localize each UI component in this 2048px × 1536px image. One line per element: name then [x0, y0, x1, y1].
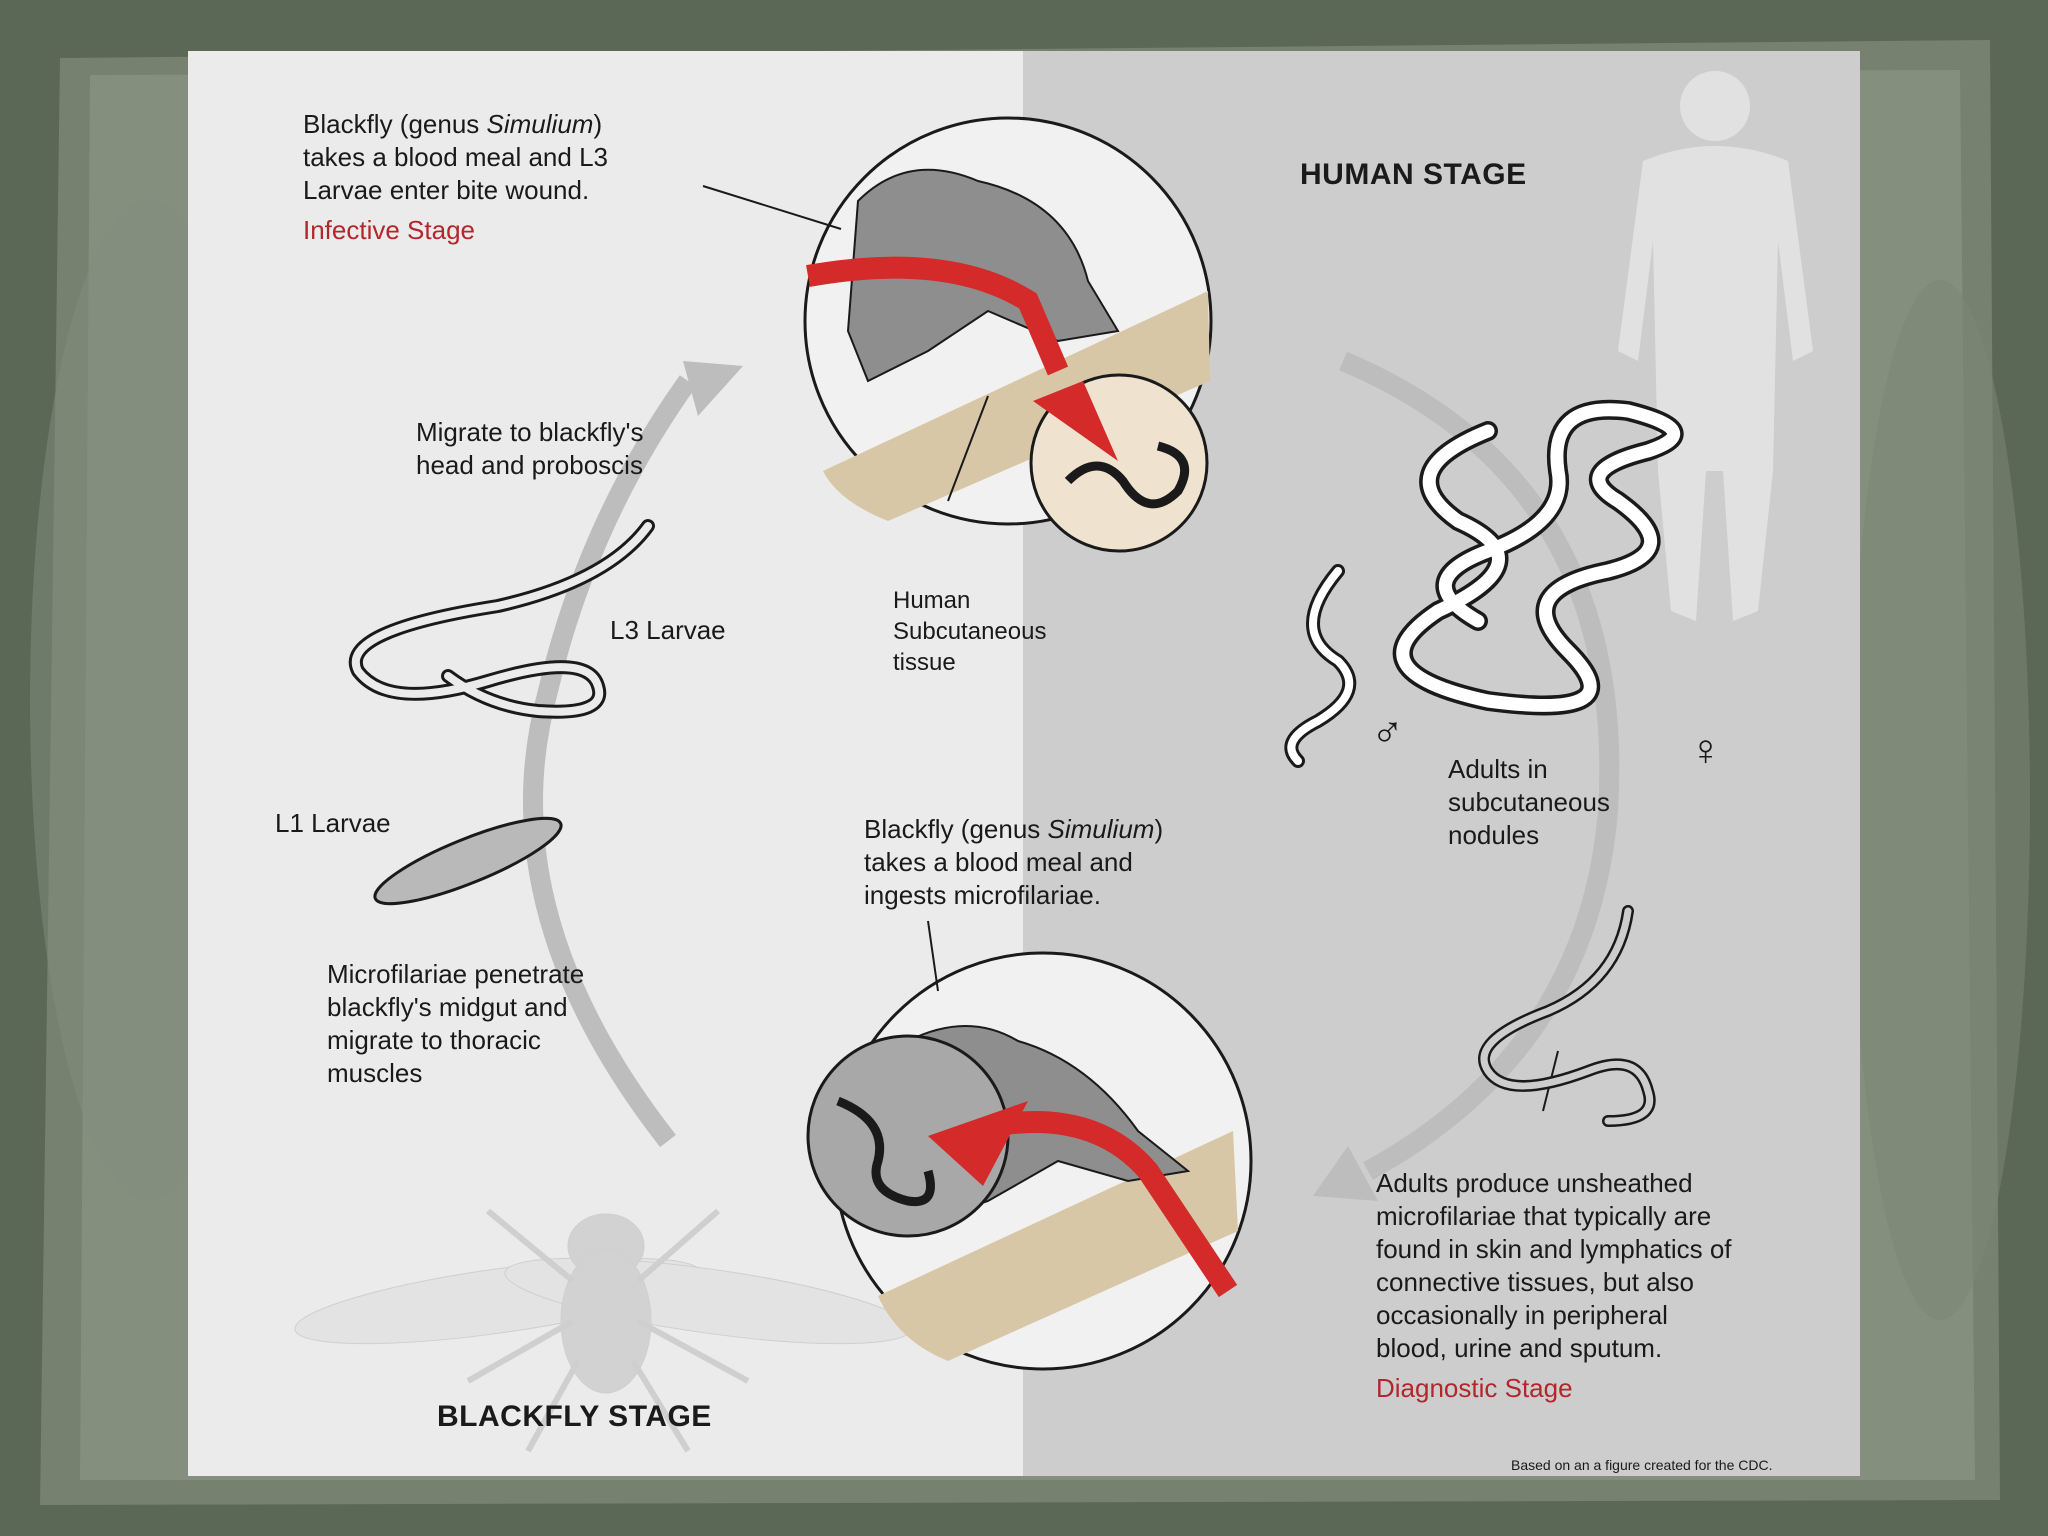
infective-zoom-circle — [1029, 373, 1209, 553]
human-silhouette-icon — [1618, 71, 1813, 621]
infective-line1-post: ) — [593, 109, 603, 139]
callout-infective-line — [702, 185, 842, 230]
penetrate-line1: Microfilariae penetrate — [327, 959, 585, 989]
diagnostic-line3: found in skin and lymphatics of — [1376, 1234, 1732, 1264]
infective-line1-pre: Blackfly (genus — [303, 109, 487, 139]
infective-genus: Simulium — [486, 109, 594, 139]
adults-line1: Adults in — [1448, 754, 1548, 784]
l3-larva-illustration — [348, 519, 655, 719]
diagnostic-line6: blood, urine and sputum. — [1376, 1333, 1663, 1363]
callout-ingest-line — [927, 920, 939, 992]
diagnostic-line2: microfilariae that typically are — [1376, 1201, 1712, 1231]
penetrate-line2: blackfly's midgut and — [327, 992, 568, 1022]
male-symbol: ♂ — [1371, 708, 1404, 757]
infective-stage-label: Infective Stage — [303, 215, 475, 245]
l3-larva-inner — [351, 522, 652, 716]
ingest-line1-post: ) — [1154, 814, 1164, 844]
blackfly-stage-title: BLACKFLY STAGE — [437, 1400, 712, 1433]
penetrate-line4: muscles — [327, 1058, 423, 1088]
ingest-line3: ingests microfilariae. — [864, 880, 1101, 910]
blackfly-silhouette-icon — [294, 1208, 912, 1453]
diagnostic-description: Adults produce unsheathed microfilariae … — [1376, 1167, 1732, 1405]
l1-larva-illustration — [373, 816, 563, 906]
infective-description: Blackfly (genus Simulium) takes a blood … — [303, 108, 608, 247]
l1-larvae-label: L1 Larvae — [275, 808, 391, 838]
diagnostic-line5: occasionally in peripheral — [1376, 1300, 1668, 1330]
lifecycle-diagram-panel: Blackfly (genus Simulium) takes a blood … — [188, 51, 1860, 1476]
migrate-line2: head and proboscis — [416, 450, 643, 480]
cycle-arrowhead-right — [1313, 1146, 1378, 1201]
credit-note: Based on an a figure created for the CDC… — [1511, 1457, 1773, 1473]
adults-line3: nodules — [1448, 820, 1540, 850]
migrate-description: Migrate to blackfly's head and proboscis — [416, 416, 644, 482]
tissue-line1: Human — [893, 587, 971, 614]
blackfly-zoom-circle — [806, 1034, 1028, 1238]
tissue-line3: tissue — [893, 649, 956, 676]
microfilaria-illustration — [1478, 905, 1656, 1127]
cycle-arrowhead-top — [683, 361, 743, 416]
penetrate-description: Microfilariae penetrate blackfly's midgu… — [327, 958, 584, 1090]
diagnostic-line1: Adults produce unsheathed — [1376, 1168, 1693, 1198]
callout-tissue-line — [947, 395, 989, 502]
ingest-line2: takes a blood meal and — [864, 847, 1133, 877]
diagnostic-stage-label: Diagnostic Stage — [1376, 1373, 1573, 1403]
lifecycle-artwork — [294, 71, 1813, 1453]
ingest-genus: Simulium — [1047, 814, 1155, 844]
ingest-description: Blackfly (genus Simulium) takes a blood … — [864, 813, 1163, 912]
l3-larvae-label: L3 Larvae — [610, 615, 726, 645]
human-stage-title: HUMAN STAGE — [1300, 158, 1527, 191]
infective-line2: takes a blood meal and L3 — [303, 142, 608, 172]
tissue-line2: Subcutaneous — [893, 618, 1047, 645]
female-symbol: ♀ — [1689, 726, 1722, 775]
migrate-line1: Migrate to blackfly's — [416, 417, 644, 447]
infective-line3: Larvae enter bite wound. — [303, 175, 590, 205]
adults-description: Adults in subcutaneous nodules — [1448, 753, 1610, 852]
penetrate-line3: migrate to thoracic — [327, 1025, 541, 1055]
adults-line2: subcutaneous — [1448, 787, 1610, 817]
ingest-line1-pre: Blackfly (genus — [864, 814, 1048, 844]
tissue-label: Human Subcutaneous tissue — [893, 585, 1046, 678]
diagnostic-line4: connective tissues, but also — [1376, 1267, 1694, 1297]
